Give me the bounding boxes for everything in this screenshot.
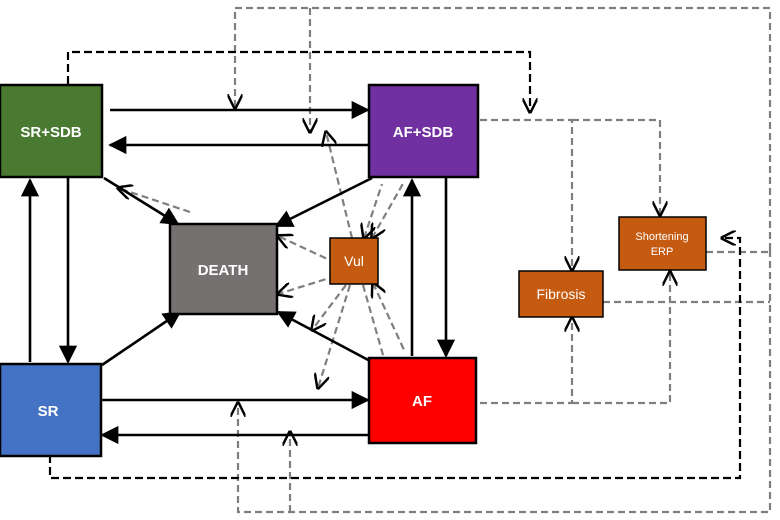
node-af-sdb-box bbox=[367, 83, 480, 179]
node-death: DEATH bbox=[168, 222, 279, 316]
grey-dashed-edges bbox=[118, 6, 772, 514]
edge-right-to-top-loop bbox=[235, 6, 772, 250]
node-sr-label: SR bbox=[38, 403, 59, 420]
node-sr-box bbox=[0, 362, 103, 458]
edge-vul-to-death-lower bbox=[278, 274, 337, 294]
edge-vul-to-af bbox=[361, 284, 387, 363]
node-af-box bbox=[367, 356, 478, 445]
node-af: AF bbox=[367, 356, 478, 445]
edge-vul-to-af-lower bbox=[318, 284, 352, 388]
edge-afsdb-to-death bbox=[274, 176, 373, 228]
node-sr-sdb-label: SR+SDB bbox=[20, 124, 81, 141]
node-vul: Vul bbox=[329, 237, 379, 285]
edge-srsdb-top-loop bbox=[66, 50, 530, 112]
edge-right-to-bottom-loop bbox=[238, 250, 772, 514]
edge-af-to-death bbox=[276, 310, 373, 364]
edge-vul-to-afsdb-mid bbox=[364, 183, 384, 238]
node-shortening-erp-label-line2: ERP bbox=[651, 246, 674, 258]
node-sr-sdb: SR+SDB bbox=[0, 83, 104, 179]
solid-edges bbox=[20, 100, 456, 445]
edge-afsdb-to-fibrosis bbox=[480, 118, 572, 270]
node-shortening-erp: Shortening ERP bbox=[618, 216, 707, 271]
edge-sr-to-death bbox=[101, 310, 182, 367]
edge-vul-to-af-right bbox=[373, 283, 406, 353]
node-shortening-erp-label-line1: Shortening bbox=[635, 231, 688, 243]
node-shortening-erp-box bbox=[618, 216, 707, 271]
node-fibrosis-label: Fibrosis bbox=[536, 286, 585, 302]
node-sr: SR bbox=[0, 362, 103, 458]
node-death-label: DEATH bbox=[198, 262, 249, 279]
node-vul-box bbox=[329, 237, 379, 285]
edge-vul-to-afsdb-right bbox=[372, 181, 405, 238]
black-dashed-edges bbox=[48, 50, 742, 480]
node-fibrosis-box bbox=[518, 270, 604, 318]
edge-vul-spoke-lower-mid bbox=[312, 284, 347, 330]
node-vul-label: Vul bbox=[344, 253, 364, 269]
edge-sr-bottom-loop bbox=[48, 238, 742, 480]
edge-af-to-fibrosis bbox=[480, 318, 572, 405]
node-fibrosis: Fibrosis bbox=[518, 270, 604, 318]
edge-vul-to-death bbox=[278, 236, 337, 264]
node-af-sdb: AF+SDB bbox=[367, 83, 480, 179]
edge-vul-to-afsdb bbox=[326, 132, 354, 239]
node-af-label: AF bbox=[412, 393, 432, 410]
edge-afsdb-to-shortening bbox=[572, 118, 660, 215]
node-death-box bbox=[168, 222, 279, 316]
node-af-sdb-label: AF+SDB bbox=[393, 124, 454, 141]
edge-srsdb-to-death bbox=[103, 176, 180, 226]
node-sr-sdb-box bbox=[0, 83, 104, 179]
